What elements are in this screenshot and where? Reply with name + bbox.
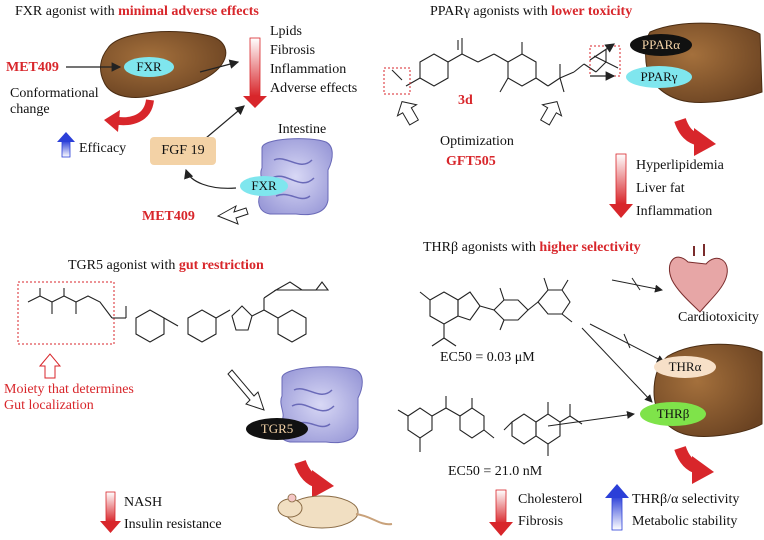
met409-hollow-arrow [216, 204, 249, 225]
ppar-alpha-pill: PPARα [630, 34, 692, 56]
thr-title: THRβ agonists with higher selectivity [423, 240, 641, 255]
gut-to-fgf19-arrow [184, 168, 237, 189]
outcome-item: Fibrosis [518, 514, 564, 529]
effect-item: Fibrosis [270, 43, 316, 58]
gft505-label: GFT505 [446, 154, 496, 169]
up-arrow-thr [605, 484, 629, 531]
outcome-item: Hyperlipidemia [636, 158, 724, 173]
tgr5-outcomes-list: NASH Insulin resistance [124, 492, 222, 536]
ppar-gamma-pill: PPARγ [626, 66, 692, 88]
met409-gut-label: MET409 [142, 209, 195, 224]
moiety-highlight-box [17, 281, 115, 345]
molecule-3d-structure [391, 38, 619, 93]
outcome-item: Metabolic stability [632, 514, 738, 529]
fxr-receptor-pill: FXR [124, 57, 174, 77]
outcome-item: Insulin resistance [124, 517, 222, 532]
effect-item: Lpids [270, 24, 302, 39]
mouse-image [277, 493, 393, 529]
thr-outcomes-right: THRβ/α selectivity Metabolic stability [632, 489, 739, 533]
ec50-label-1: EC50 = 0.03 μM [440, 350, 535, 365]
optimization-hollow-arrow-right [539, 101, 563, 126]
outcome-item: THRβ/α selectivity [632, 492, 740, 507]
to-thr-beta-arrow-2 [547, 411, 635, 427]
effect-item: Inflammation [270, 62, 347, 77]
down-arrow-thr [489, 489, 513, 536]
thr-molecule-2-structure [397, 396, 583, 456]
thr-outcomes-left: Cholesterol Fibrosis [518, 489, 583, 533]
to-thr-alpha-arrow [589, 323, 665, 363]
moiety-note: Moiety that determines Gut localization [4, 382, 134, 413]
compound-3d-label: 3d [458, 93, 473, 108]
tgr5-receptor-pill: TGR5 [246, 418, 308, 440]
outcome-item: Inflammation [636, 204, 713, 219]
tgr5-title: TGR5 agonist with gut restriction [68, 258, 264, 273]
met409-label: MET409 [6, 60, 59, 75]
to-thr-beta-arrow-1 [581, 327, 653, 403]
down-arrow-tgr5 [100, 491, 121, 533]
effect-item: Adverse effects [270, 81, 358, 96]
efficacy-label: Efficacy [79, 141, 127, 156]
thr-molecule-1-structure [419, 277, 573, 347]
outcome-item: NASH [124, 495, 163, 510]
up-arrow-efficacy [57, 132, 75, 158]
fgf19-to-effects-arrow [205, 105, 245, 139]
optimization-label: Optimization [440, 134, 514, 149]
tgr5-hollow-arrow [227, 369, 265, 411]
ec50-label-2: EC50 = 21.0 nM [448, 464, 543, 479]
down-arrow-effects [243, 37, 267, 108]
fxr-to-effects-arrow [199, 59, 240, 73]
tgr5-molecule-structure [27, 281, 330, 343]
to-ppar-alpha-arrow [589, 43, 615, 61]
down-arrow-ppar [609, 153, 633, 218]
intestine-image-fxr [258, 138, 333, 216]
heart-image [668, 244, 728, 313]
optimization-hollow-arrow-left [396, 101, 420, 126]
outcome-item: Liver fat [636, 181, 685, 196]
outcome-item: Cholesterol [518, 492, 583, 507]
moiety-hollow-arrow [38, 353, 62, 379]
tbu-highlight-box [589, 45, 621, 77]
ppar-title: PPARγ agonists with lower toxicity [430, 4, 633, 19]
intestine-label: Intestine [278, 122, 327, 137]
fgf19-box: FGF 19 [150, 137, 216, 165]
ppar-outcomes-list: Hyperlipidemia Liver fat Inflammation [636, 154, 724, 223]
cardiotoxicity-label: Cardiotoxicity [678, 310, 759, 325]
thr-beta-pill: THRβ [640, 402, 706, 426]
fxr-title: FXR agonist with minimal adverse effects [15, 4, 259, 19]
thr-alpha-pill: THRα [654, 356, 716, 378]
gut-fxr-pill: FXR [240, 176, 288, 196]
conformational-change-label: Conformational change [10, 86, 99, 117]
fxr-effects-list: Lpids Fibrosis Inflammation Adverse effe… [270, 22, 357, 98]
nh-highlight-box [383, 67, 411, 95]
